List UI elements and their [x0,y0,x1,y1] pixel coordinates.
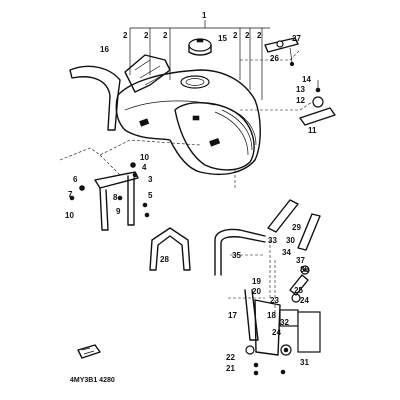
callout-2: 2 [245,31,250,40]
callout-4: 4 [142,163,147,172]
callout-10: 10 [140,153,149,162]
callout-27: 27 [292,34,301,43]
tank-bracket-11 [299,80,336,126]
callout-23: 23 [270,296,279,305]
top-bracket-leaders [129,20,270,100]
callout-35: 35 [232,251,241,260]
model-reference-icon [77,344,101,359]
front-mount-bracket [69,162,150,231]
tank-bracket-27 [264,37,299,67]
callout-1: 1 [202,11,207,20]
tank-seal-29 [267,199,299,233]
callout-10: 10 [65,211,74,220]
side-decal-part [124,54,171,93]
callout-11: 11 [308,126,317,135]
callout-24: 24 [300,296,309,305]
callout-18: 18 [267,311,276,320]
fuel-cock-assembly [244,265,321,376]
callout-22: 22 [226,353,235,362]
tank-brace [149,227,191,271]
callout-2: 2 [163,31,168,40]
callout-30: 30 [286,236,295,245]
callout-26: 26 [270,54,279,63]
dashed-reference-lines [59,49,316,320]
callout-21: 21 [226,364,235,373]
callout-9: 9 [116,207,121,216]
callout-34: 34 [282,248,291,257]
callout-15: 15 [218,34,227,43]
callout-28: 28 [160,255,169,264]
callout-20: 20 [252,287,261,296]
callout-2: 2 [144,31,149,40]
callout-14: 14 [302,75,311,84]
callout-12: 12 [296,96,305,105]
callout-32: 32 [280,318,289,327]
callout-13: 13 [296,85,305,94]
callout-6: 6 [73,175,78,184]
callout-37: 37 [296,256,305,265]
callout-25: 25 [294,286,303,295]
callout-2: 2 [257,31,262,40]
fuel-cap [188,38,212,56]
drawing-code: 4MY3B1 4280 [70,377,115,384]
callout-7: 7 [68,190,73,199]
callout-8: 8 [113,193,118,202]
callout-16: 16 [100,45,109,54]
fuel-tank [115,69,261,176]
callout-2: 2 [233,31,238,40]
callout-labels: 1 2 2 2 2 2 2 16 15 27 26 14 13 12 11 10… [65,11,317,373]
callout-17: 17 [228,311,237,320]
callout-5: 5 [148,191,153,200]
fuel-hose [214,228,266,276]
callout-33: 33 [268,236,277,245]
callout-31: 31 [300,358,309,367]
callout-2: 2 [123,31,128,40]
callout-3: 3 [148,175,153,184]
callout-29: 29 [292,223,301,232]
rubber-strip-part [69,65,121,131]
callout-36: 36 [300,265,309,274]
callout-19: 19 [252,277,261,286]
callout-24: 24 [272,328,281,337]
tank-seal-30 [297,213,321,251]
